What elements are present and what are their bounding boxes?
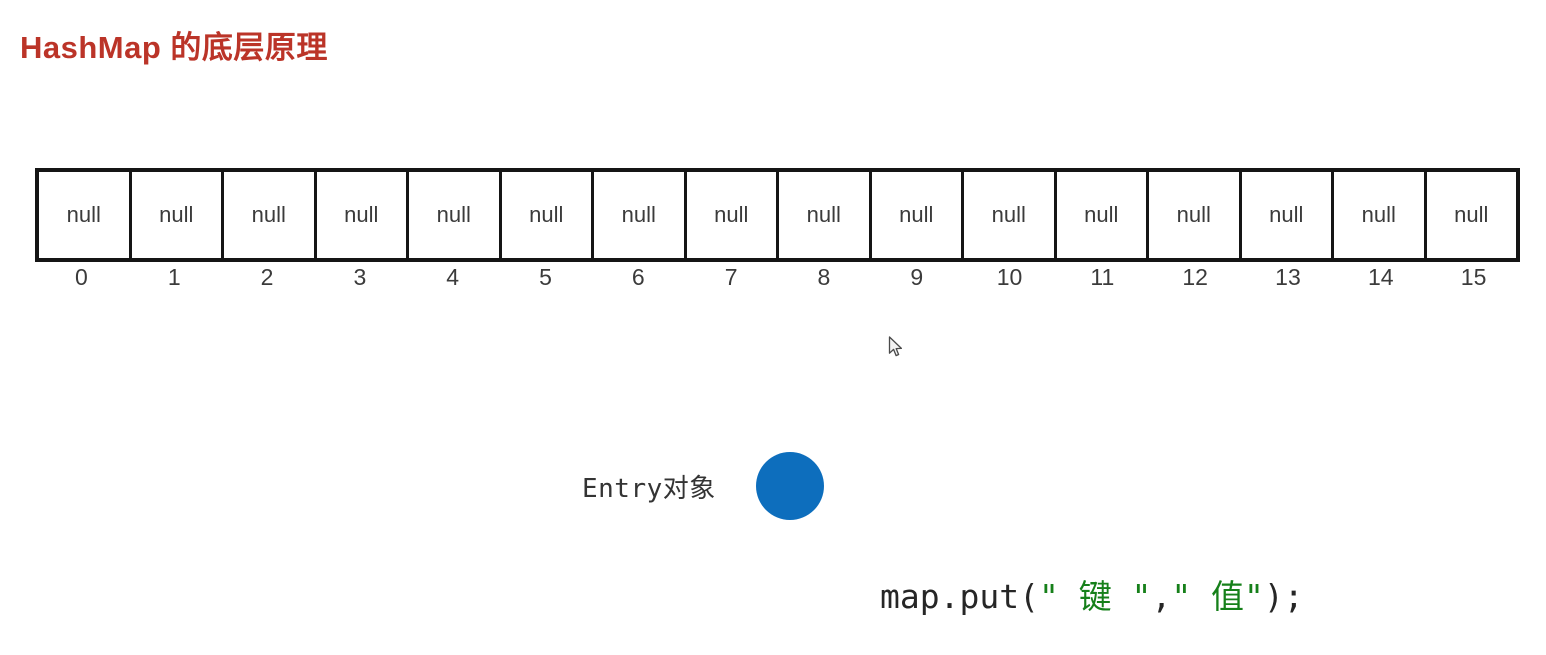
- bucket-cell-value: null: [436, 202, 471, 227]
- code-separator: ,: [1151, 577, 1172, 616]
- code-snippet: map.put(" 键 "," 值");: [880, 570, 1304, 618]
- entry-object-legend: Entry对象: [582, 452, 824, 520]
- entry-object-label: Entry对象: [582, 473, 716, 504]
- bucket-index-label: 10: [996, 264, 1023, 290]
- bucket-cell-value: null: [159, 202, 194, 227]
- bucket-cell-value: null: [529, 202, 564, 227]
- bucket-cell-value: null: [251, 202, 286, 227]
- bucket-cell[interactable]: null: [1056, 172, 1149, 258]
- bucket-index-label: 15: [1460, 264, 1487, 290]
- bucket-cell[interactable]: null: [39, 172, 132, 258]
- bucket-cell[interactable]: null: [316, 172, 409, 258]
- bucket-cell[interactable]: null: [1334, 172, 1427, 258]
- bucket-index-label: 11: [1090, 264, 1115, 290]
- bucket-cell[interactable]: null: [779, 172, 872, 258]
- bucket-index-label: 7: [724, 264, 738, 290]
- bucket-cell-value: null: [66, 202, 101, 227]
- code-value-string: " 值": [1171, 577, 1264, 616]
- bucket-cell-value: null: [1269, 202, 1304, 227]
- bucket-index-label: 2: [260, 264, 274, 290]
- bucket-cell-value: null: [621, 202, 656, 227]
- bucket-cell[interactable]: null: [1426, 172, 1516, 258]
- bucket-cell-value: null: [1454, 202, 1489, 227]
- bucket-cell[interactable]: null: [224, 172, 317, 258]
- bucket-cell-value: null: [344, 202, 379, 227]
- bucket-cell[interactable]: null: [131, 172, 224, 258]
- entry-object-circle-icon: [755, 452, 824, 520]
- hashmap-array-diagram: null null null null null null null null null null…: [35, 168, 1520, 290]
- bucket-index-label: 6: [631, 264, 645, 290]
- bucket-cell-value: null: [714, 202, 749, 227]
- bucket-array-row: null null null null null null null null null null…: [35, 168, 1520, 262]
- bucket-cell-value: null: [1084, 202, 1119, 227]
- bucket-cell[interactable]: null: [1241, 172, 1334, 258]
- bucket-cell[interactable]: null: [964, 172, 1057, 258]
- bucket-cell-value: null: [991, 202, 1026, 227]
- bucket-cell-value: null: [1176, 202, 1211, 227]
- bucket-index-label: 9: [910, 264, 924, 290]
- bucket-cell[interactable]: null: [871, 172, 964, 258]
- bucket-cell[interactable]: null: [501, 172, 594, 258]
- bucket-index-label: 5: [539, 264, 552, 290]
- bucket-cell-value: null: [1361, 202, 1396, 227]
- mouse-pointer-icon: [888, 336, 903, 357]
- bucket-cell[interactable]: null: [594, 172, 687, 258]
- bucket-index-label: 3: [353, 264, 367, 290]
- bucket-index-label: 13: [1275, 264, 1301, 290]
- code-key-string: " 键 ": [1038, 577, 1152, 616]
- bucket-index-label: 12: [1182, 264, 1208, 290]
- bucket-index-label: 8: [817, 264, 831, 290]
- page-title: HashMap 的底层原理: [20, 30, 328, 65]
- bucket-index-label: 0: [75, 264, 88, 290]
- bucket-cell[interactable]: null: [409, 172, 502, 258]
- bucket-cell-value: null: [899, 202, 934, 227]
- bucket-index-label: 1: [167, 264, 181, 290]
- bucket-index-label: 14: [1367, 264, 1394, 290]
- bucket-cell-value: null: [806, 202, 841, 227]
- code-suffix: );: [1263, 577, 1304, 616]
- bucket-cell[interactable]: null: [686, 172, 779, 258]
- bucket-index-label: 4: [446, 264, 460, 290]
- bucket-cell[interactable]: null: [1149, 172, 1242, 258]
- code-prefix: map.put(: [880, 577, 1039, 616]
